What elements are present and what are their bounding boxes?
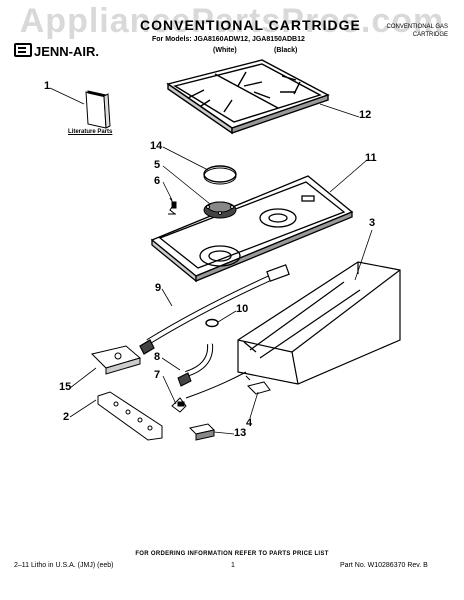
callout-2: 2: [63, 411, 70, 423]
part-wire-harness: [171, 371, 247, 413]
variant-white: (White): [213, 47, 237, 54]
model-numbers: For Models: JGA8160ADW12, JGA8150ADB12: [152, 36, 305, 43]
callout-14: 14: [150, 140, 163, 152]
corner-label-line1: CONVENTIONAL GAS: [386, 24, 448, 30]
variant-black: (Black): [274, 47, 298, 54]
part-valve-bracket: [97, 391, 163, 441]
callout-3: 3: [369, 217, 376, 229]
part-igniter: [168, 197, 177, 215]
footer-part-number: Part No. W10286370 Rev. B: [340, 562, 428, 569]
ordering-note: FOR ORDERING INFORMATION REFER TO PARTS …: [135, 551, 329, 557]
callout-15: 15: [59, 381, 72, 393]
brand-name: JENN-AIR.: [34, 44, 100, 59]
callout-6: 6: [154, 175, 161, 187]
callout-8: 8: [154, 351, 161, 363]
callout-10: 10: [236, 303, 249, 315]
callout-1: 1: [44, 80, 51, 92]
part-mounting-bracket: [91, 345, 142, 375]
jenn-air-logo-icon: [14, 43, 32, 57]
callout-9: 9: [155, 282, 162, 294]
part-grate: [166, 59, 330, 135]
callout-4: 4: [246, 417, 253, 429]
diagram-title: CONVENTIONAL CARTRIDGE: [140, 17, 361, 33]
part-burner-head: [203, 201, 237, 219]
part-burner-cap: [203, 165, 237, 185]
part-literature-booklet: [85, 90, 111, 129]
footer-page-number: 1: [231, 562, 235, 569]
part-spark-module: [189, 423, 215, 441]
part-cartridge-housing: [237, 261, 401, 385]
part-o-ring: [205, 318, 219, 328]
part-gas-tube: [139, 264, 290, 355]
callout-12: 12: [359, 109, 372, 121]
callout-11: 11: [365, 152, 377, 164]
part-burner-pan: [150, 175, 354, 283]
part-elbow-tube: [177, 343, 214, 387]
corner-label-line2: CARTRIDGE: [412, 32, 448, 38]
callout-5: 5: [154, 159, 161, 171]
leader-lines: [49, 87, 373, 435]
callout-7: 7: [154, 369, 161, 381]
watermark: AppliancePartsPros.com: [19, 2, 445, 40]
brand-logo: JENN-AIR.: [14, 43, 99, 59]
callout-13: 13: [234, 427, 247, 439]
part-clip: [245, 375, 271, 395]
footer-litho: 2–11 Litho in U.S.A. (JMJ) (eeb): [14, 562, 114, 569]
literature-parts-label: Literature Parts: [68, 129, 113, 135]
